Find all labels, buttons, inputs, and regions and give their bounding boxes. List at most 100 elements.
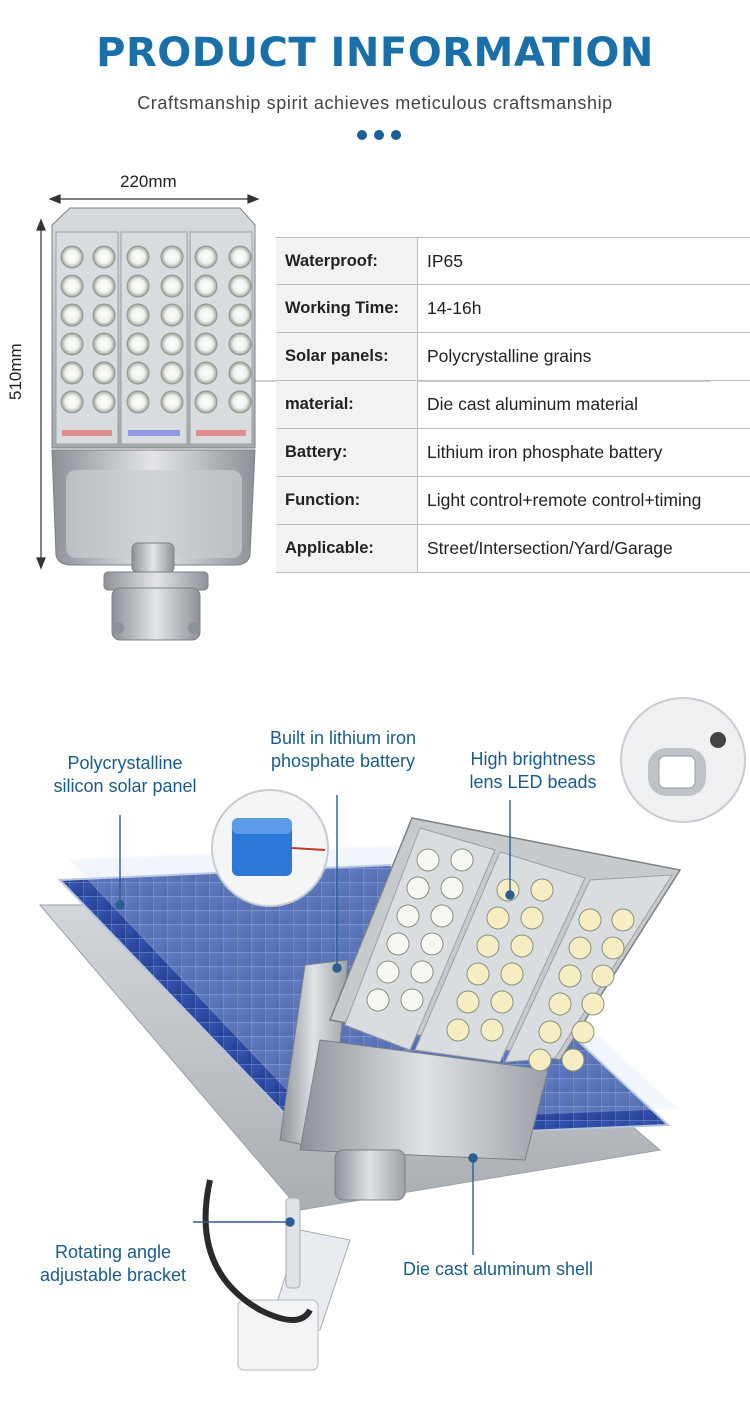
led-bead: [194, 303, 218, 327]
led-bead: [160, 245, 184, 269]
callout-battery-line1: Built in lithium iron: [269, 728, 417, 748]
led-bead: [92, 332, 116, 356]
led-bead: [228, 390, 252, 414]
spec-value: Street/Intersection/Yard/Garage: [427, 538, 673, 558]
led-bead: [228, 332, 252, 356]
led-bead: [92, 274, 116, 298]
dimension-width-line: [48, 194, 260, 204]
led-bead: [194, 332, 218, 356]
led-bead: [92, 390, 116, 414]
callout-solar-panel-line1: Polycrystalline: [67, 753, 183, 773]
spec-row: Working Time: 14-16h: [276, 285, 750, 333]
led-bead: [366, 988, 390, 1012]
spec-label: Applicable:: [276, 525, 418, 572]
callout-bracket: Rotating angle adjustable bracket: [24, 1241, 202, 1287]
decorative-dots: [357, 130, 401, 140]
led-bead: [92, 303, 116, 327]
led-bead: [92, 245, 116, 269]
spec-value: Light control+remote control+timing: [427, 490, 702, 510]
led-bead: [548, 992, 572, 1016]
spec-value: Lithium iron phosphate battery: [427, 442, 663, 462]
led-bead: [510, 934, 534, 958]
led-bead: [160, 390, 184, 414]
spec-value: Die cast aluminum material: [427, 394, 639, 414]
led-bead: [456, 990, 480, 1014]
led-bead: [194, 245, 218, 269]
led-bead: [611, 908, 635, 932]
led-bead: [126, 332, 150, 356]
dimension-height-line: [36, 218, 46, 570]
callout-bracket-line1: Rotating angle: [54, 1242, 172, 1262]
spec-value: IP65: [427, 250, 463, 271]
callout-battery-line2: phosphate battery: [270, 751, 416, 771]
spec-label: Solar panels:: [276, 333, 418, 380]
callout-shell: Die cast aluminum shell: [385, 1258, 611, 1281]
led-bead: [126, 303, 150, 327]
led-bead: [194, 274, 218, 298]
callout-led-beads: High brightness lens LED beads: [448, 748, 618, 794]
led-bead: [92, 361, 116, 385]
dimension-width-label: 220mm: [120, 172, 177, 191]
led-bead: [376, 960, 400, 984]
led-bead: [420, 932, 444, 956]
spec-row: material:Die cast aluminum material: [276, 381, 750, 429]
callout-shell-line1: Die cast aluminum shell: [402, 1259, 594, 1279]
led-bead: [591, 964, 615, 988]
led-bead: [561, 1048, 585, 1072]
callout-solar-panel: Polycrystalline silicon solar panel: [40, 752, 210, 798]
led-bead: [60, 332, 84, 356]
led-bead: [581, 992, 605, 1016]
spec-label: Battery:: [276, 429, 418, 476]
led-bead: [228, 303, 252, 327]
spec-row: Solar panels: Polycrystalline grains: [276, 333, 750, 381]
spec-row: Battery: Lithium iron phosphate battery: [276, 429, 750, 477]
led-bead: [571, 1020, 595, 1044]
led-bead: [528, 1048, 552, 1072]
spec-label: Waterproof:: [276, 238, 418, 284]
callout-bracket-line2: adjustable bracket: [39, 1265, 187, 1285]
led-bead: [410, 960, 434, 984]
led-bead: [490, 990, 514, 1014]
led-bead: [440, 876, 464, 900]
led-bead: [160, 332, 184, 356]
led-bead: [568, 936, 592, 960]
led-bead: [466, 962, 490, 986]
spec-row: Applicable: Street/Intersection/Yard/Gara…: [276, 525, 750, 573]
led-bead: [126, 361, 150, 385]
spec-label: Working Time:: [276, 285, 418, 332]
led-bead: [446, 1018, 470, 1042]
led-bead: [416, 848, 440, 872]
spec-label: Function:: [276, 477, 418, 524]
spec-value: Polycrystalline grains: [427, 346, 592, 366]
led-bead: [601, 936, 625, 960]
led-bead: [558, 964, 582, 988]
led-bead: [396, 904, 420, 928]
led-bead: [500, 962, 524, 986]
spec-value: 14-16h: [427, 298, 482, 318]
led-bead: [126, 245, 150, 269]
page-subtitle: Craftsmanship spirit achieves meticulous…: [137, 93, 613, 113]
led-bead: [400, 988, 424, 1012]
led-bead: [480, 1018, 504, 1042]
callout-solar-panel-line2: silicon solar panel: [53, 776, 197, 796]
led-bead: [60, 390, 84, 414]
led-bead: [386, 932, 410, 956]
led-bead: [126, 390, 150, 414]
spec-row: Function: Light control+remote control+ti…: [276, 477, 750, 525]
led-bead: [476, 934, 500, 958]
led-bead: [450, 848, 474, 872]
led-bead: [126, 274, 150, 298]
led-bead: [160, 361, 184, 385]
callout-battery: Built in lithium iron phosphate battery: [253, 727, 433, 773]
led-bead: [60, 361, 84, 385]
led-bead: [406, 876, 430, 900]
led-bead: [228, 361, 252, 385]
led-bead: [578, 908, 602, 932]
led-bead: [194, 390, 218, 414]
spec-row: Waterproof: IP65: [276, 237, 750, 285]
led-bead: [228, 245, 252, 269]
led-bead: [538, 1020, 562, 1044]
callout-led-beads-line1: High brightness: [470, 749, 596, 769]
led-bead: [520, 906, 544, 930]
